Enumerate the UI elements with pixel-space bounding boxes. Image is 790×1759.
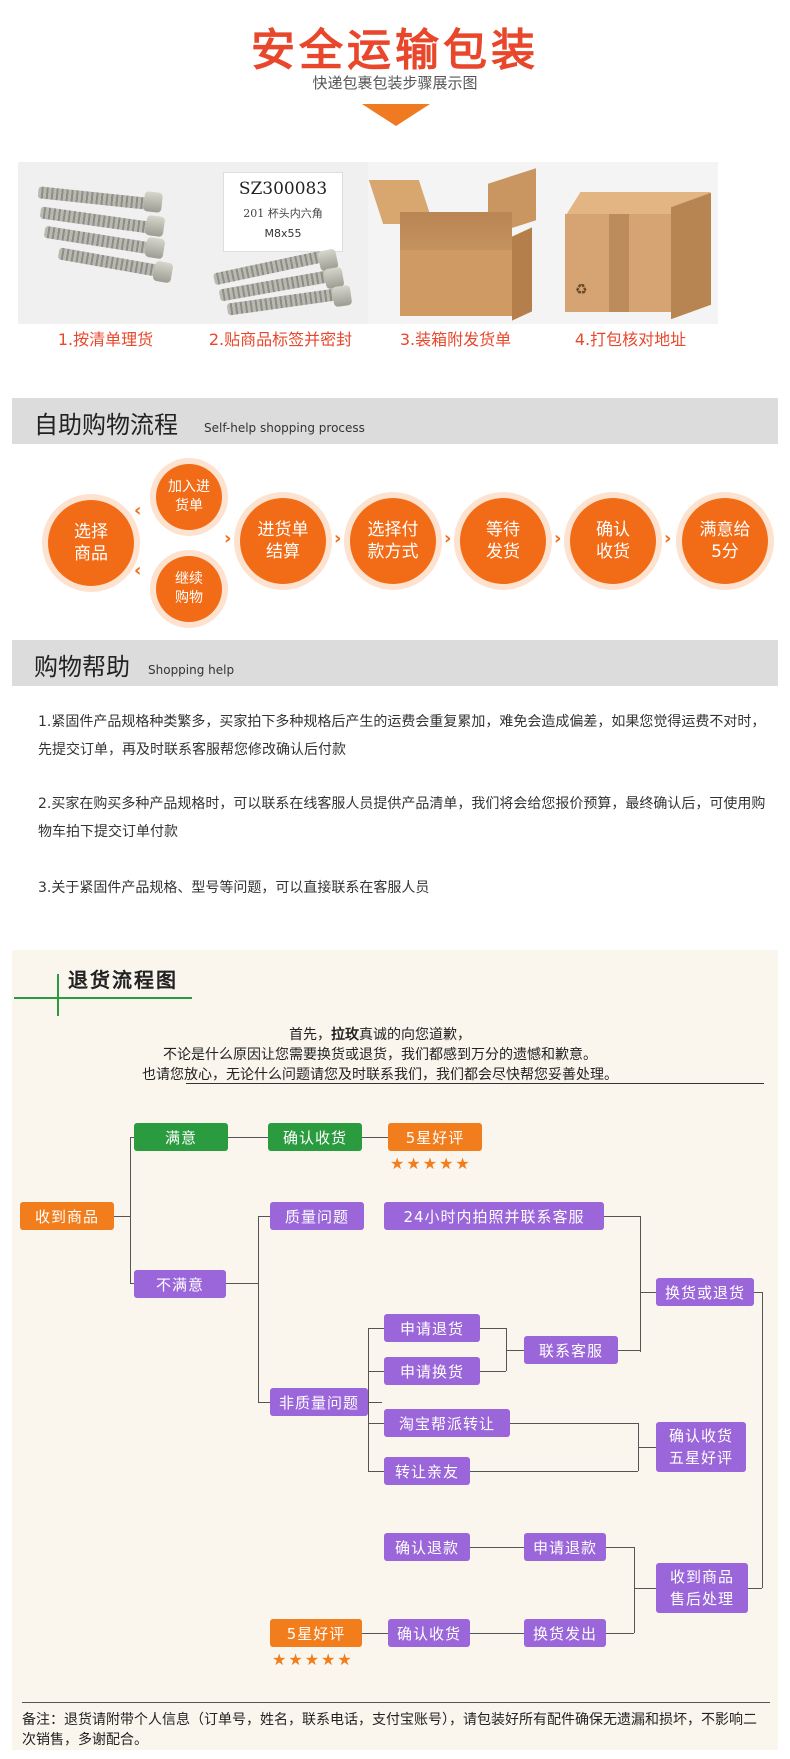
- node-taobao-transfer: 淘宝帮派转让: [384, 1409, 510, 1437]
- returns-intro-3: 也请您放心，无论什么问题请您及时联系我们，我们都会尽快帮您妥善处理。: [142, 1067, 618, 1083]
- title-underline: [14, 997, 192, 999]
- returns-intro-2: 不论是什么原因让您需要换货或退货，我们都感到万分的遗憾和歉意。: [163, 1047, 597, 1063]
- label-size: M8x55: [264, 227, 302, 240]
- node-contact-service: 联系客服: [524, 1336, 618, 1364]
- packaging-title: 安全运输包装: [251, 25, 539, 76]
- node-apply-refund: 申请退款: [524, 1533, 606, 1561]
- note-divider: [22, 1702, 770, 1703]
- flow-choose-product: 选择商品: [48, 500, 134, 586]
- flow-continue-shopping: 继续购物: [156, 556, 222, 622]
- node-exchange-or-return: 换货或退货: [656, 1278, 754, 1306]
- chevron-left-icon: ‹: [134, 500, 142, 521]
- help-title-en: Shopping help: [148, 663, 235, 677]
- flow-wait-delivery: 等待发货: [460, 498, 546, 584]
- step-photo-box-open: [368, 162, 543, 324]
- help-paragraph-3: 3.关于紧固件产品规格、型号等问题，可以直接联系在客服人员: [38, 880, 430, 896]
- step-caption-3: 3.装箱附发货单: [399, 330, 512, 349]
- returns-intro-1: 首先，拉玫真诚的向您道歉，: [289, 1027, 471, 1043]
- node-unsatisfied: 不满意: [134, 1270, 226, 1298]
- step-photo-sort: [18, 162, 193, 324]
- chevron-right-icon: ›: [224, 528, 232, 549]
- node-confirm-receipt: 确认收货: [268, 1123, 362, 1151]
- flow-confirm-receipt: 确认收货: [570, 498, 656, 584]
- node-confirm-five-star: 确认收货五星好评: [656, 1422, 746, 1472]
- node-confirm-refund: 确认退款: [384, 1533, 470, 1561]
- step-photo-label: SZ300083 201 杯头内六角 M8x55: [193, 162, 368, 324]
- star-rating-icon: ★★★★★: [272, 1650, 354, 1669]
- node-exchange-shipped: 换货发出: [524, 1619, 606, 1647]
- step-photo-box-closed: ♻: [543, 162, 718, 324]
- node-received: 收到商品: [20, 1202, 114, 1230]
- step-caption-1: 1.按清单理货: [57, 330, 154, 349]
- chevron-right-icon: ›: [554, 528, 562, 549]
- flow-add-cart: 加入进货单: [156, 464, 222, 530]
- process-title: 自助购物流程: [34, 411, 178, 439]
- node-quality-issue: 质量问题: [270, 1202, 364, 1230]
- help-title: 购物帮助: [34, 653, 130, 681]
- help-header: 购物帮助 Shopping help: [12, 640, 778, 686]
- flow-checkout: 进货单结算: [240, 498, 326, 584]
- chevron-right-icon: ›: [334, 528, 342, 549]
- node-satisfied: 满意: [134, 1123, 228, 1151]
- process-header: 自助购物流程 Self-help shopping process: [12, 398, 778, 444]
- label-description: 201 杯头内六角: [243, 207, 323, 220]
- node-five-star: 5星好评: [388, 1123, 482, 1151]
- label-code: SZ300083: [238, 179, 328, 199]
- node-apply-exchange: 申请换货: [384, 1357, 480, 1385]
- returns-note: 备注：退货请附带个人信息（订单号，姓名，联系电话，支付宝账号），请包装好所有配件…: [22, 1712, 757, 1748]
- down-arrow-icon: [362, 104, 430, 126]
- node-transfer-friend: 转让亲友: [384, 1457, 470, 1485]
- node-apply-return: 申请退货: [384, 1314, 480, 1342]
- recycle-icon: ♻: [575, 282, 588, 298]
- flow-rate-five: 满意给5分: [682, 498, 768, 584]
- help-paragraph-2: 2.买家在购买多种产品规格时，可以联系在线客服人员提供产品清单，我们将会给您报价…: [38, 796, 766, 840]
- process-title-en: Self-help shopping process: [204, 421, 365, 435]
- intro-underline: [186, 1083, 764, 1084]
- product-label: SZ300083 201 杯头内六角 M8x55: [223, 172, 343, 252]
- chevron-right-icon: ›: [664, 528, 672, 549]
- star-rating-icon: ★★★★★: [390, 1154, 472, 1173]
- step-caption-2: 2.贴商品标签并密封: [208, 330, 353, 349]
- node-confirm-receipt-2: 确认收货: [388, 1619, 470, 1647]
- packaging-subtitle: 快递包裹包装步骤展示图: [312, 74, 478, 92]
- node-five-star-2: 5星好评: [270, 1619, 362, 1647]
- chevron-left-icon: ‹: [134, 560, 142, 581]
- node-photo-contact: 24小时内拍照并联系客服: [384, 1202, 604, 1230]
- step-caption-4: 4.打包核对地址: [574, 330, 687, 349]
- node-after-sale: 收到商品售后处理: [656, 1563, 748, 1613]
- chevron-right-icon: ›: [444, 528, 452, 549]
- node-non-quality-issue: 非质量问题: [270, 1388, 368, 1416]
- title-marker: [57, 974, 59, 1016]
- help-paragraph-1: 1.紧固件产品规格种类繁多，买家拍下多种规格后产生的运费会重复累加，难免会造成偏…: [38, 714, 766, 758]
- flow-payment-method: 选择付款方式: [350, 498, 436, 584]
- returns-title: 退货流程图: [68, 968, 178, 992]
